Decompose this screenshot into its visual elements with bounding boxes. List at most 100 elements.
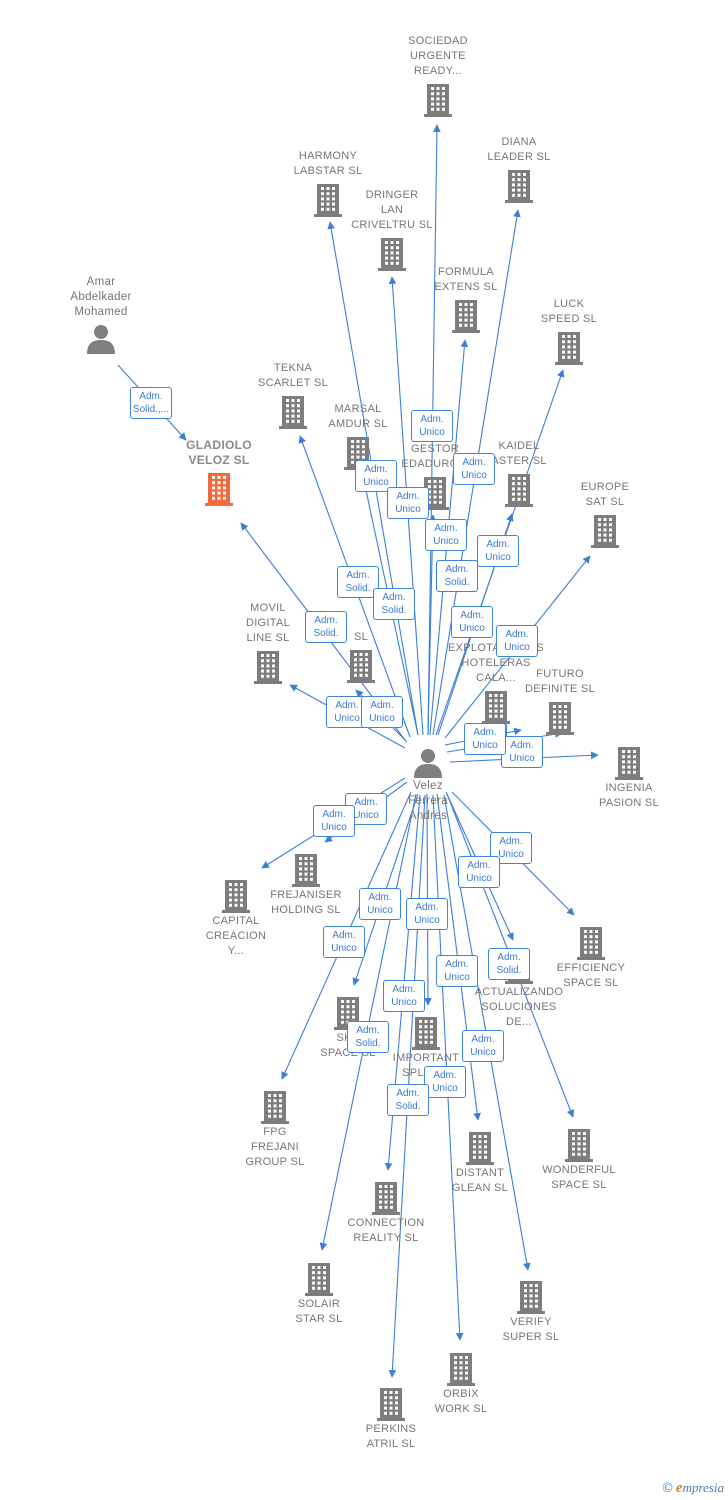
role-text: Unico (321, 822, 347, 833)
role-text: Unico (334, 713, 360, 724)
role-text: Unico (470, 1047, 496, 1058)
role-badge[interactable]: Adm.Unico (411, 410, 453, 442)
role-badge[interactable]: Adm.Unico (477, 535, 519, 567)
role-text: Adm. (322, 809, 346, 820)
name-line: Abdelkader (70, 291, 132, 303)
name-line: LAN (380, 204, 404, 216)
role-badge[interactable]: Adm.Unico (323, 926, 365, 958)
role-badge[interactable]: Adm.Unico (451, 606, 493, 638)
role-text: Adm. (486, 539, 510, 550)
role-text: Adm. (396, 1088, 420, 1099)
role-badge[interactable]: Adm.Unico (490, 832, 532, 864)
name-line: FPG (263, 1126, 287, 1138)
company-node[interactable]: SL (296, 630, 426, 684)
role-badge[interactable]: Adm. Unico (424, 1066, 466, 1098)
name-line: FUTURO (536, 668, 584, 680)
role-badge[interactable]: Adm.Solid. (488, 948, 530, 980)
role-badge[interactable]: Adm.Solid. (436, 560, 478, 592)
name-line: CONNECTION (347, 1217, 425, 1229)
name-line: CAPITAL (212, 915, 260, 927)
role-badge[interactable]: Adm.Solid. (337, 566, 379, 598)
role-badge[interactable]: Adm.Unico (355, 460, 397, 492)
role-badge[interactable]: Adm.Unico (501, 736, 543, 768)
name-line: DIANA (501, 136, 537, 148)
role-badge[interactable]: Adm.Unico (436, 955, 478, 987)
role-badge[interactable]: Adm.Unico (361, 696, 403, 728)
role-badge[interactable]: Adm.Solid.,... (130, 387, 172, 419)
person-icon (87, 325, 115, 354)
role-badge[interactable]: Adm.Unico (458, 856, 500, 888)
name-line: FORMULA (438, 266, 494, 278)
role-badge[interactable]: Adm.Unico (406, 898, 448, 930)
name-line: URGENTE (410, 50, 466, 62)
building-icon (517, 1281, 545, 1314)
name-line: STAR SL (295, 1313, 343, 1325)
role-badge[interactable]: Adm.Unico (359, 888, 401, 920)
role-badge[interactable]: Adm.Solid. (387, 1084, 429, 1116)
role-badge[interactable]: Adm.Unico (462, 1030, 504, 1062)
role-badge[interactable]: Adm.Unico (496, 625, 538, 657)
name-line: SOCIEDAD (408, 35, 468, 47)
role-text: Adm. (433, 1070, 457, 1081)
role-text: Adm. (354, 797, 378, 808)
role-badge[interactable]: Adm.Unico (453, 453, 495, 485)
role-badge[interactable]: Adm. Unico (313, 805, 355, 837)
building-icon (347, 650, 375, 683)
role-text: Solid. (496, 965, 522, 976)
name-line: SPACE SL (551, 1179, 607, 1191)
role-badge[interactable]: Adm.Unico (464, 723, 506, 755)
role-badge[interactable]: Adm.Solid. (373, 588, 415, 620)
role-badge[interactable]: Adm.Unico (425, 519, 467, 551)
building-icon (279, 396, 307, 429)
name-line: DIGITAL (245, 617, 291, 629)
building-icon (305, 1263, 333, 1296)
building-icon (377, 1388, 405, 1421)
empresia-watermark: ©empresia (662, 1480, 724, 1496)
role-text: Unico (391, 997, 417, 1008)
role-badge[interactable]: Adm.Solid. (347, 1021, 389, 1053)
name-line: SPACE SL (563, 977, 619, 989)
building-icon (314, 184, 342, 217)
building-icon (254, 651, 282, 684)
name-line: SL (353, 631, 369, 643)
name-line: GLADIOLO (186, 438, 252, 452)
name-line: Mohamed (74, 306, 128, 318)
role-badge[interactable]: Adm.Unico (383, 980, 425, 1012)
person-icon (414, 749, 442, 778)
name-line: Velez (413, 780, 443, 792)
role-text: Unico (432, 1083, 458, 1094)
role-badge[interactable]: Adm.Unico (387, 487, 429, 519)
role-badge[interactable]: Adm.Solid. (305, 611, 347, 643)
